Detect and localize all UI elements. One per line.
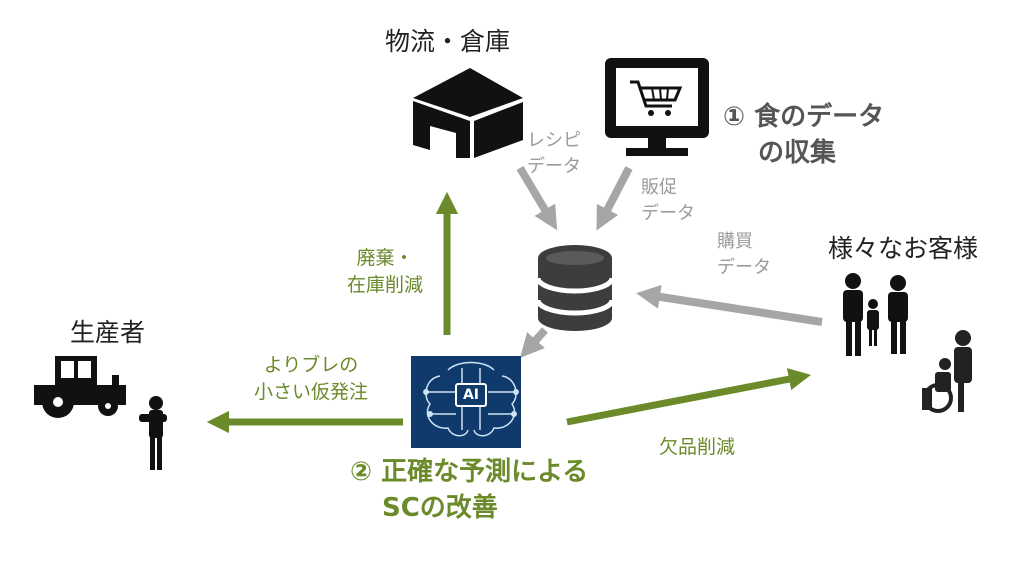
waste-reduction-label: 廃棄・ 在庫削減 — [347, 245, 423, 299]
shopping-monitor-icon — [605, 58, 709, 156]
tractor-icon — [34, 356, 126, 418]
warehouse-label: 物流・倉庫 — [385, 27, 511, 56]
step1-line-2: の収集 — [758, 138, 837, 168]
farmer-icon — [139, 396, 167, 470]
purchase-data-line-1: 購買 — [717, 231, 753, 252]
stockout-arrow — [566, 368, 811, 426]
ordering-line-1: よりブレの — [263, 354, 359, 376]
step2-line-1: ② 正確な予測による — [350, 457, 589, 487]
sales-data-label: 販促 データ — [641, 175, 695, 227]
recipe-data-line-2: データ — [527, 156, 581, 177]
sales-data-line-2: データ — [641, 203, 695, 224]
customers-label: 様々なお客様 — [828, 234, 979, 263]
ai-badge-label: AI — [462, 387, 480, 403]
waste-reduction-line-2: 在庫削減 — [347, 274, 424, 296]
stockout-reduction-label: 欠品削減 — [659, 436, 736, 458]
recipe-data-label: レシピ データ — [527, 128, 581, 180]
sales-data-line-1: 販促 — [641, 177, 677, 198]
purchase-data-label: 購買 データ — [717, 229, 771, 281]
wheelchair-icon — [922, 330, 972, 413]
step1-heading: ① 食のデータ の収集 — [723, 99, 884, 171]
ordering-label: よりブレの 小さい仮発注 — [254, 352, 368, 406]
warehouse-icon — [413, 68, 523, 158]
recipe-data-line-1: レシピ — [527, 130, 581, 151]
waste-reduction-line-1: 廃棄・ — [356, 247, 414, 269]
producers-label: 生産者 — [70, 318, 146, 347]
sales-data-arrow — [596, 166, 633, 231]
db-to-ai-arrow — [519, 327, 548, 358]
step2-heading: ② 正確な予測による SCの改善 — [350, 454, 588, 526]
ordering-line-2: 小さい仮発注 — [254, 381, 369, 403]
step2-line-2: SCの改善 — [382, 493, 498, 523]
recipe-data-arrow — [516, 165, 558, 231]
step1-line-1: ① 食のデータ — [723, 102, 885, 132]
family-icon — [843, 273, 908, 356]
purchase-data-arrow — [636, 284, 823, 326]
purchase-data-line-2: データ — [717, 257, 771, 278]
database-icon — [535, 245, 615, 331]
